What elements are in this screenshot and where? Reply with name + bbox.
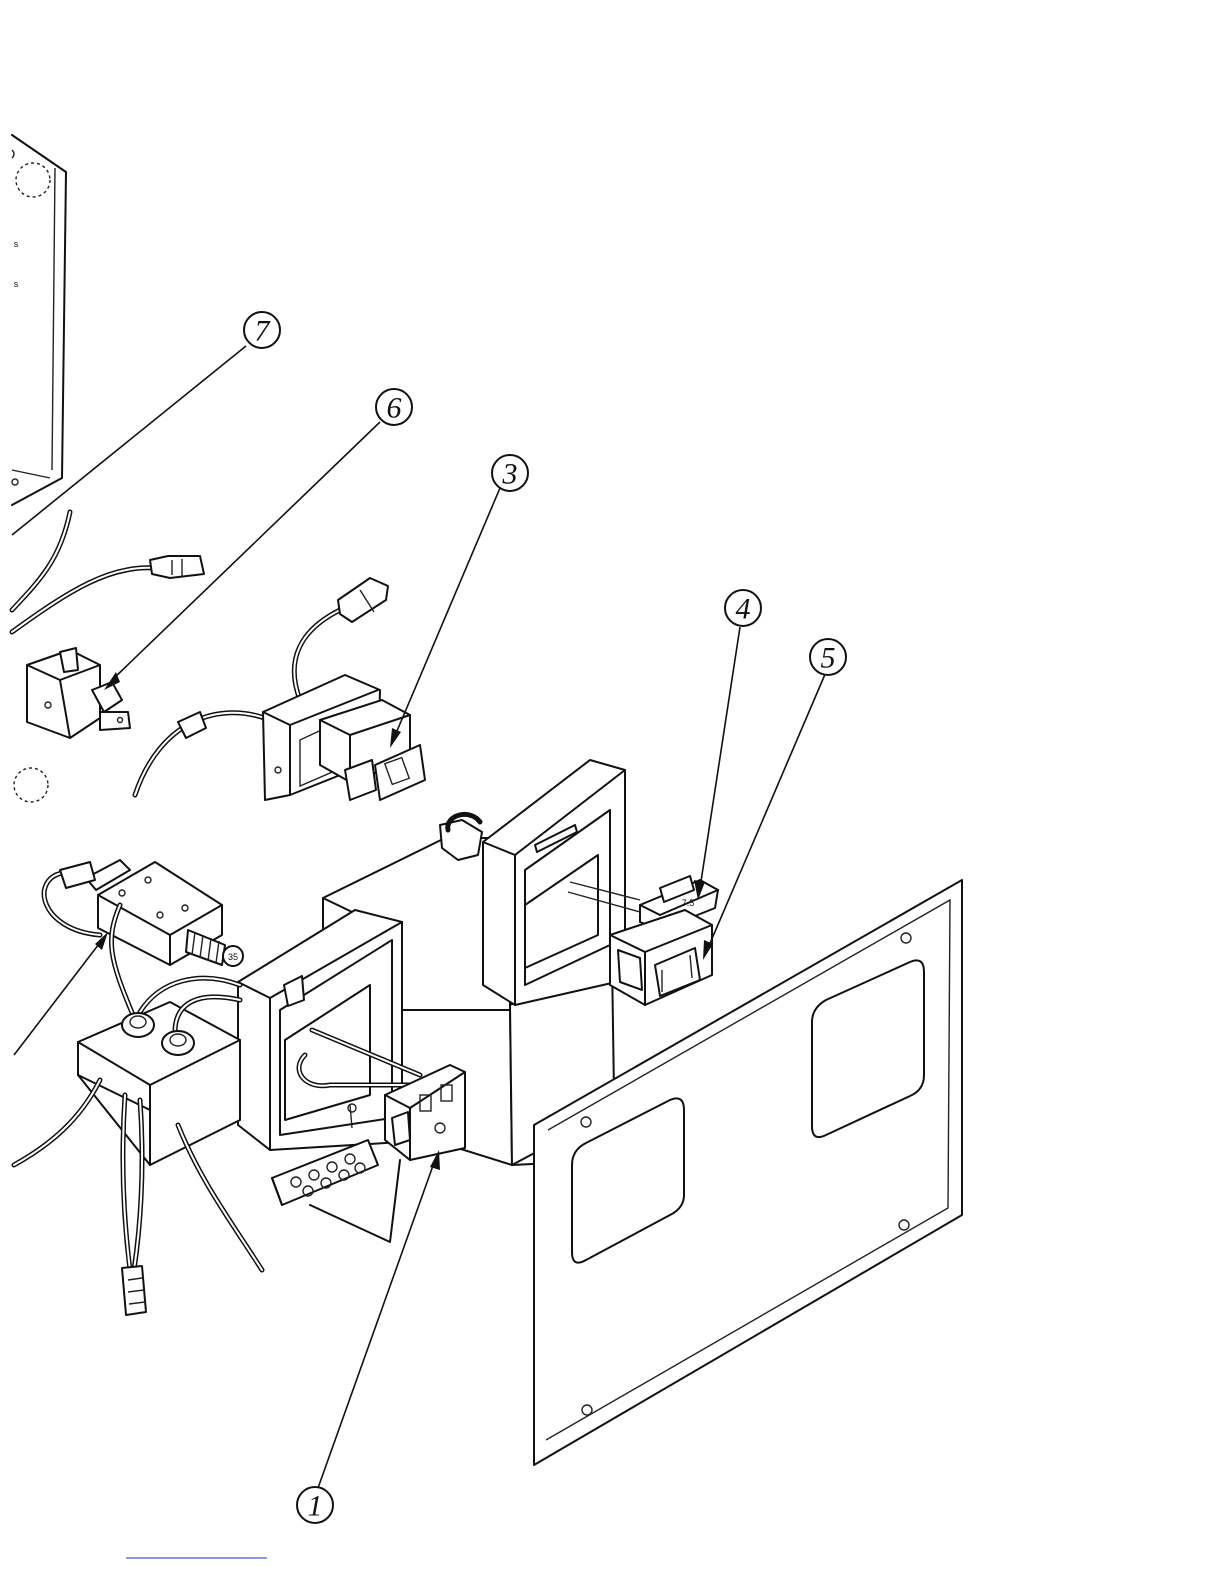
callout-6: 6 [376, 389, 412, 425]
receptacle-assembly-item-3 [135, 578, 425, 800]
callout-6-label: 6 [387, 392, 402, 425]
harness-wires-top [12, 512, 204, 632]
callout-7-label: 7 [255, 315, 272, 348]
callout-4-label: 4 [736, 593, 751, 626]
callout-1: 1 [297, 1487, 333, 1523]
thermostat-switch: 35 [44, 860, 243, 966]
callout-5-label: 5 [821, 642, 836, 675]
cabinet-side-panel: s s [12, 135, 66, 505]
callout-3: 3 [492, 455, 528, 491]
relay-block-item-6 [27, 648, 130, 738]
fuse-rating: 7.5 [682, 898, 695, 908]
callout-1-label: 1 [308, 1490, 323, 1523]
callout-7: 7 [244, 312, 280, 348]
mounting-hole-mark [14, 768, 48, 802]
svg-text:s: s [14, 239, 19, 249]
callout-5: 5 [810, 639, 846, 675]
callout-3-label: 3 [502, 458, 518, 491]
callout-4: 4 [725, 590, 761, 626]
thermostat-marking: 35 [228, 952, 238, 962]
svg-text:s: s [14, 279, 19, 289]
terminal-strip [272, 1140, 400, 1242]
